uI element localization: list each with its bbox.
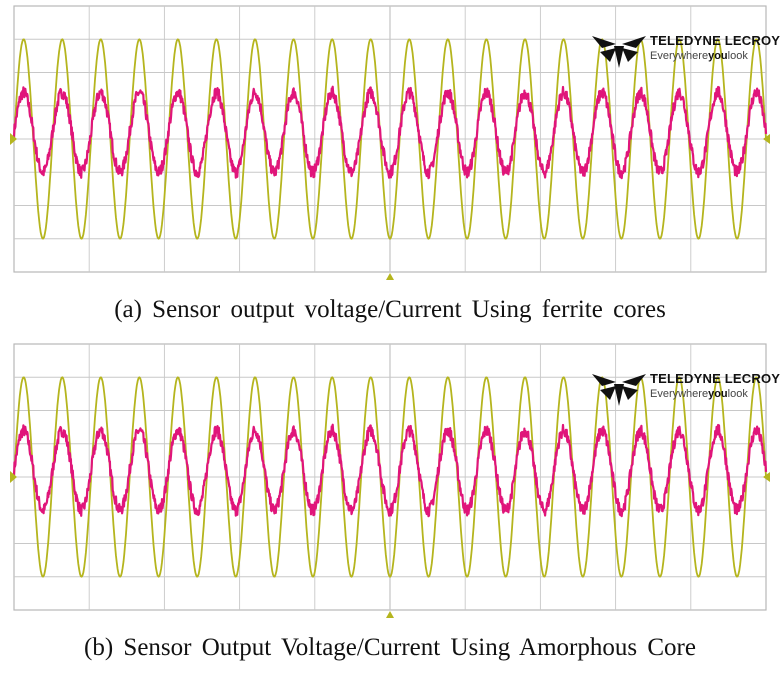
ch-level-marker-b <box>10 471 17 483</box>
current-trace-b <box>12 423 768 518</box>
ch-level-marker-a <box>10 133 17 145</box>
logo-tagline: Everywhereyoulook <box>650 50 748 62</box>
trigger-position-marker-b <box>386 611 394 618</box>
teledyne-lecroy-logo-b: TELEDYNE LECROY Everywhereyoulook <box>592 368 780 408</box>
logo-brand-text: TELEDYNE LECROY <box>650 371 780 386</box>
trigger-position-marker-a <box>386 273 394 280</box>
teledyne-arrows-icon <box>592 36 646 68</box>
teledyne-arrows-icon <box>592 374 646 406</box>
teledyne-lecroy-logo-a: TELEDYNE LECROY Everywhereyoulook <box>592 30 780 70</box>
caption-a: (a) Sensor output voltage/Current Using … <box>114 296 666 323</box>
trigger-level-marker-b <box>763 472 770 482</box>
current-trace-a <box>12 85 768 180</box>
logo-brand-text: TELEDYNE LECROY <box>650 33 780 48</box>
scope-screen-b <box>10 343 770 618</box>
logo-tagline: Everywhereyoulook <box>650 388 748 400</box>
trigger-level-marker-a <box>763 134 770 144</box>
caption-b: (b) Sensor Output Voltage/Current Using … <box>84 634 696 661</box>
